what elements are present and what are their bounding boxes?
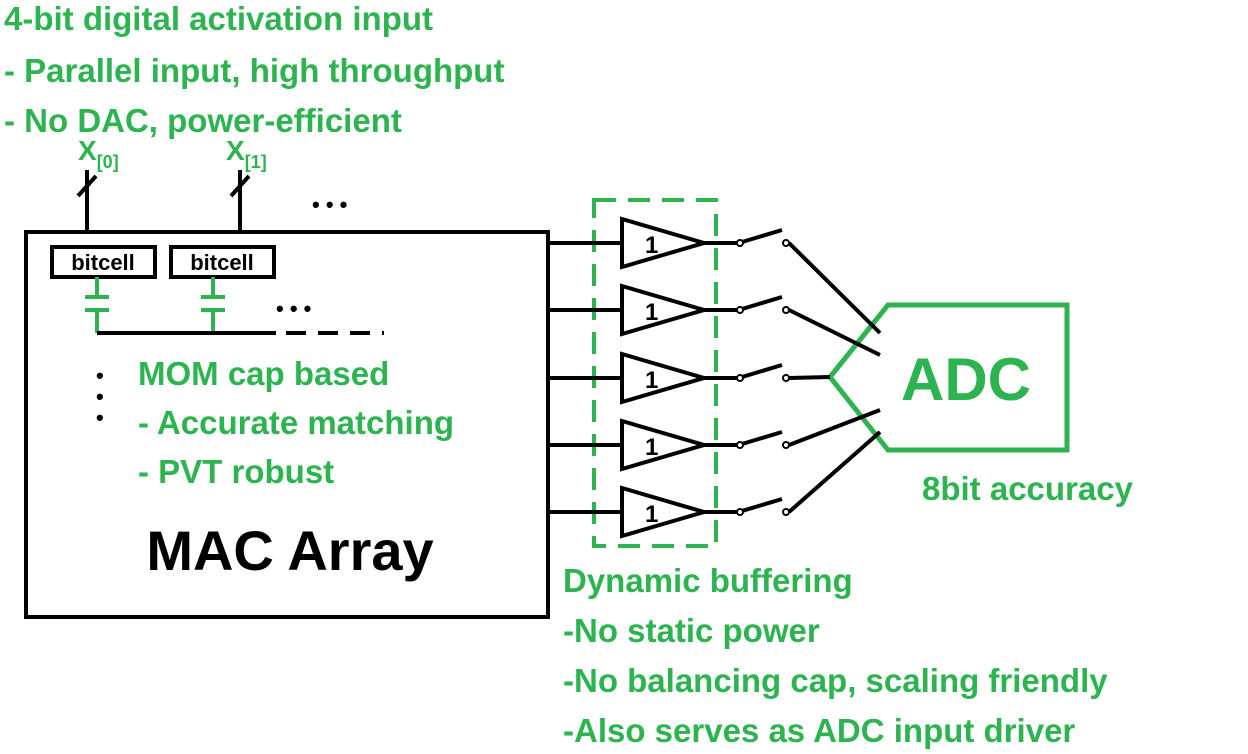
- channel-2-adc-wire: [788, 308, 881, 357]
- note-parallel-input: - Parallel input, high throughput: [4, 52, 504, 89]
- buffer-5-label: 1: [645, 501, 658, 528]
- note-pvt-robust: - PVT robust: [138, 453, 334, 490]
- switch-4-contact-b: [782, 441, 790, 449]
- switch-3-contact-b: [782, 374, 790, 382]
- channel-4-adc-wire: [788, 408, 881, 447]
- buffer-2-label: 1: [645, 299, 658, 326]
- input-x0-bus-slash: [76, 174, 98, 198]
- buffer-1: [620, 216, 712, 270]
- note-no-dac: - No DAC, power-efficient: [4, 102, 402, 139]
- mac-array-box: [24, 230, 550, 619]
- switch-3-blade: [741, 363, 783, 379]
- adc-block: [826, 302, 1070, 453]
- note-mom-cap: MOM cap based: [138, 355, 389, 392]
- switch-5-contact-b: [782, 508, 790, 516]
- input-x0-label: X[0]: [78, 135, 119, 172]
- buffer-3: [620, 351, 712, 405]
- vertical-ellipsis-1: •: [96, 363, 104, 388]
- note-no-static-power: -No static power: [563, 612, 820, 649]
- buffer-3-label: 1: [645, 367, 658, 394]
- mac-array-title: MAC Array: [146, 519, 433, 582]
- channel-1-adc-wire: [787, 241, 882, 335]
- channel-5-adc-wire: [787, 430, 882, 514]
- buffer-channels: 1 1 1 1 1: [548, 216, 882, 539]
- note-adc-input-driver: -Also serves as ADC input driver: [563, 712, 1075, 749]
- bitcell-2-label: bitcell: [190, 250, 254, 275]
- bitcell-2: [169, 245, 276, 279]
- input-ellipsis: • • •: [312, 192, 347, 217]
- switch-1-contact-b: [782, 239, 790, 247]
- switch-1-blade: [741, 228, 783, 244]
- vertical-ellipsis-3: •: [96, 405, 104, 430]
- buffer-4: [620, 418, 712, 472]
- switch-2-contact-b: [782, 306, 790, 314]
- channel-3-adc-wire: [788, 375, 831, 380]
- note-accurate-matching: - Accurate matching: [138, 404, 454, 441]
- input-x0-sub: [0]: [97, 152, 119, 172]
- input-x0-base: X: [78, 135, 97, 166]
- input-x1-bus-slash: [229, 174, 251, 198]
- input-x1-base: X: [226, 135, 245, 166]
- bitcell-1-label: bitcell: [71, 250, 135, 275]
- switch-5-blade: [741, 497, 783, 513]
- switch-4-blade: [741, 430, 783, 446]
- cap-row-ellipsis: • • •: [276, 296, 311, 321]
- vertical-ellipsis-2: •: [96, 384, 104, 409]
- switch-2-blade: [741, 295, 783, 311]
- buffer-5: [620, 485, 712, 539]
- buffer-2: [620, 283, 712, 337]
- input-x1-sub: [1]: [245, 152, 267, 172]
- buffer-group-box: [592, 198, 718, 548]
- note-digital-input: 4-bit digital activation input: [4, 0, 433, 37]
- adc-accuracy-note: 8bit accuracy: [922, 470, 1134, 507]
- buffer-4-label: 1: [645, 434, 658, 461]
- buffer-1-label: 1: [645, 232, 658, 259]
- note-no-balancing-cap: -No balancing cap, scaling friendly: [563, 662, 1108, 699]
- note-dynamic-buffering: Dynamic buffering: [563, 562, 853, 599]
- adc-label: ADC: [901, 346, 1031, 413]
- bitcell-1: [50, 245, 157, 279]
- input-x1-label: X[1]: [226, 135, 267, 172]
